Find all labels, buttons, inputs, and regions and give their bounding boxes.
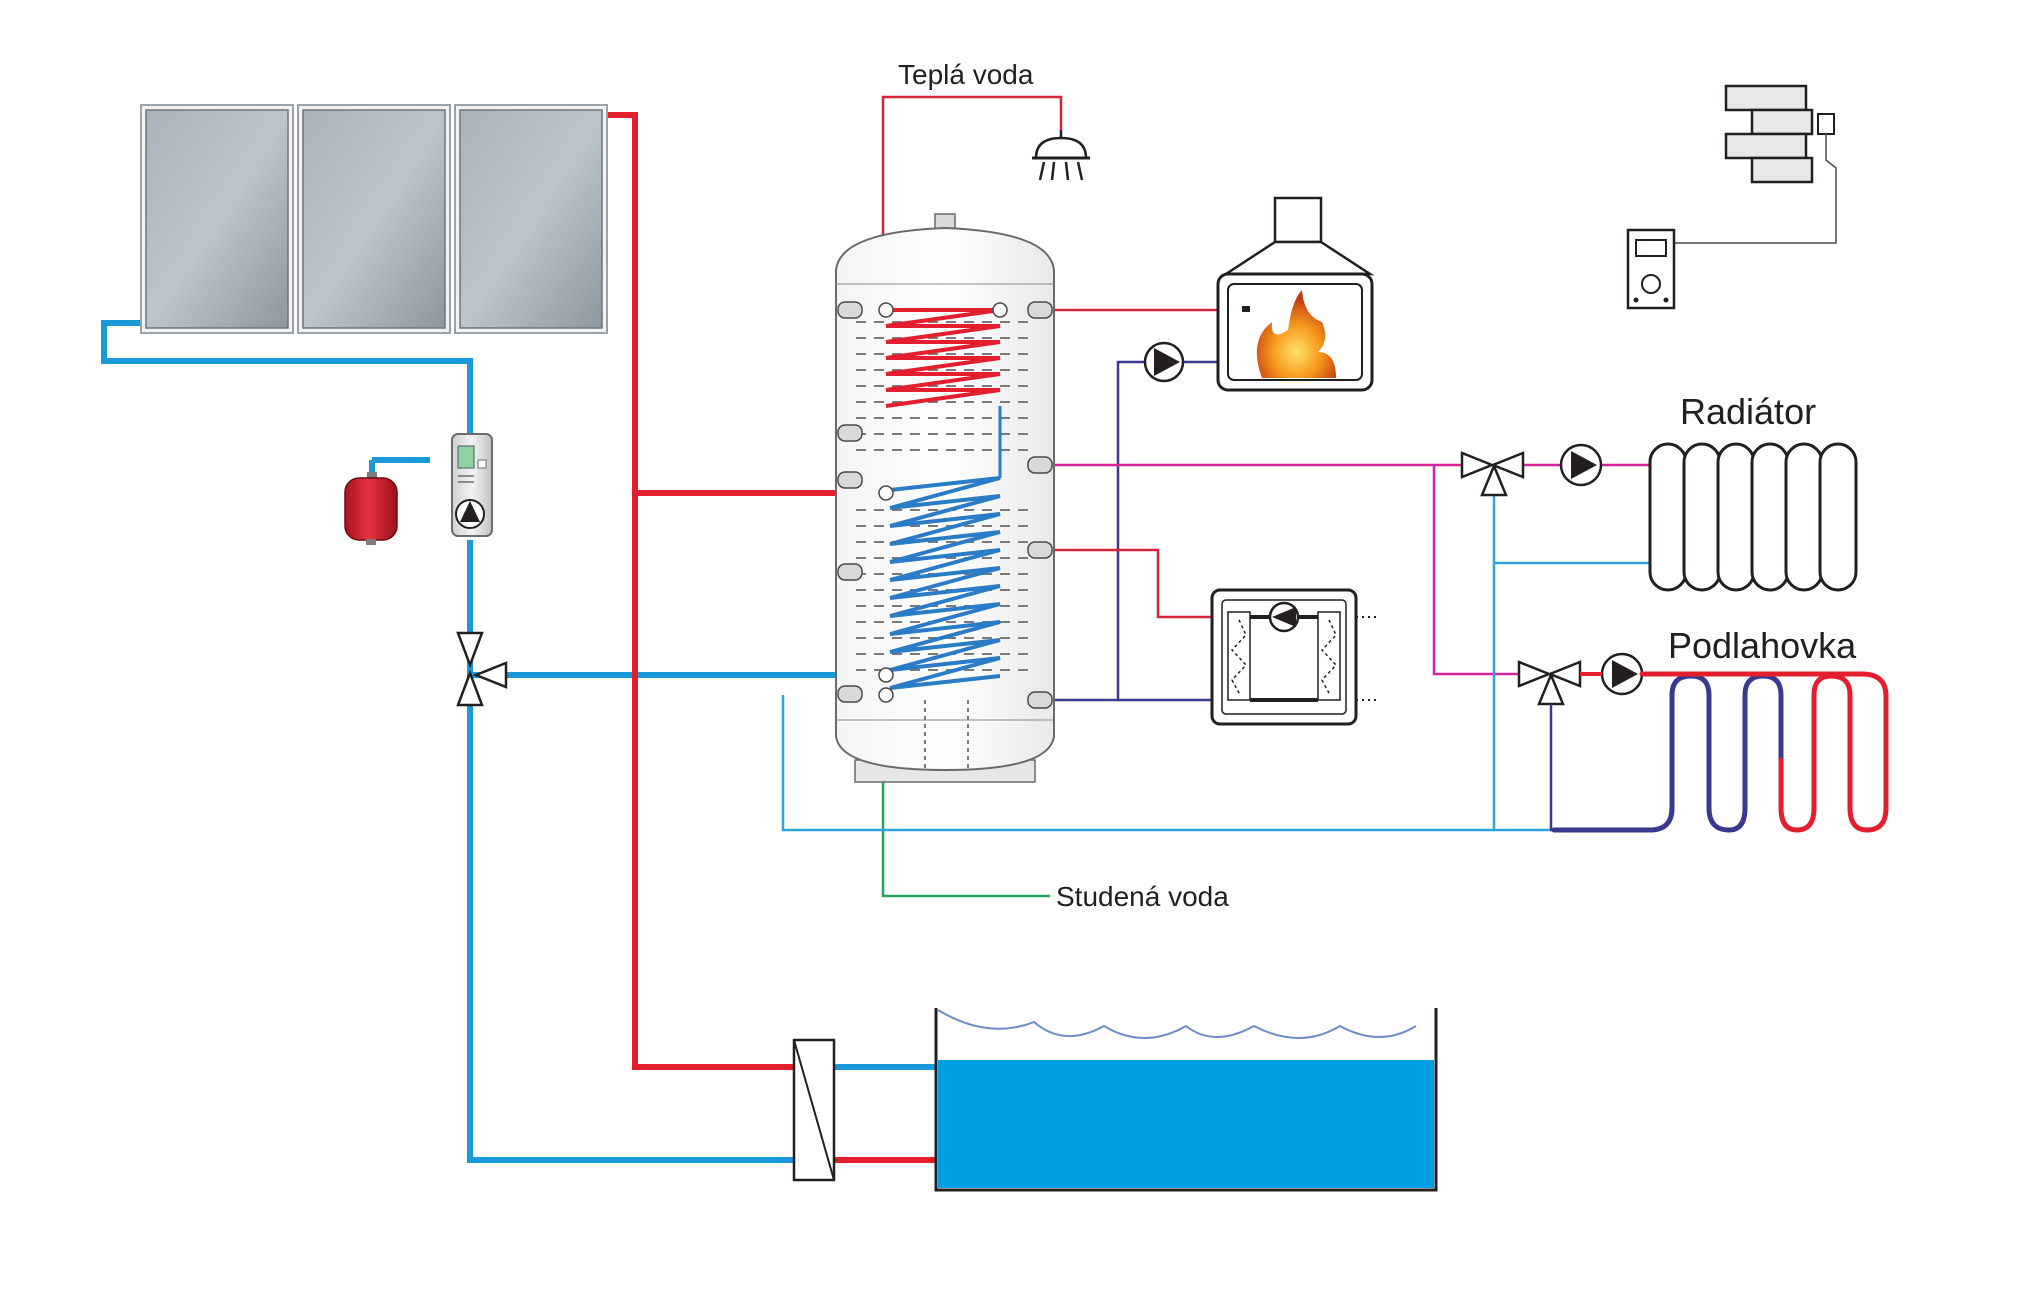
- radiator-label: Radiátor: [1680, 391, 1816, 432]
- solar-three-way-valve: [456, 631, 508, 707]
- room-thermostat: [1626, 228, 1676, 310]
- floor-heating-pump: [1600, 652, 1644, 696]
- accumulation-tank: [835, 213, 1055, 783]
- swimming-pool: [934, 1008, 1438, 1192]
- floor-heating-loop: [1551, 671, 1889, 833]
- shower-head-icon: [1032, 130, 1090, 181]
- outdoor-sensor-wall-icon: [1724, 84, 1835, 184]
- solar-collector-panels: [140, 104, 608, 334]
- floor-heating-label: Podlahovka: [1668, 625, 1857, 666]
- heating-supply-pipe: [1055, 463, 1650, 676]
- heat-source-loop: [1055, 548, 1212, 702]
- floor-heating-mixing-valve: [1517, 660, 1582, 706]
- hot-water-pipe: [881, 95, 1063, 310]
- cold-water-label: Studená voda: [1056, 881, 1229, 912]
- hot-water-label: Teplá voda: [898, 59, 1034, 90]
- solar-supply-pipe: [605, 112, 936, 1163]
- expansion-vessel: [344, 460, 398, 545]
- floor-heating-return-stub: [1549, 704, 1554, 832]
- pool-heat-exchanger: [792, 1038, 836, 1182]
- radiator-pump: [1559, 443, 1603, 487]
- heat-source-unit: [1210, 588, 1380, 726]
- radiator: [1648, 442, 1858, 592]
- fireplace-pump: [1143, 341, 1185, 383]
- fireplace-stove: [1216, 196, 1375, 392]
- sensor-cable: [1674, 134, 1837, 244]
- radiator-mixing-valve: [1460, 451, 1525, 497]
- heating-return-pipe: [781, 480, 1650, 832]
- solar-pump-station: [451, 433, 493, 537]
- fireplace-loop: [1055, 308, 1218, 702]
